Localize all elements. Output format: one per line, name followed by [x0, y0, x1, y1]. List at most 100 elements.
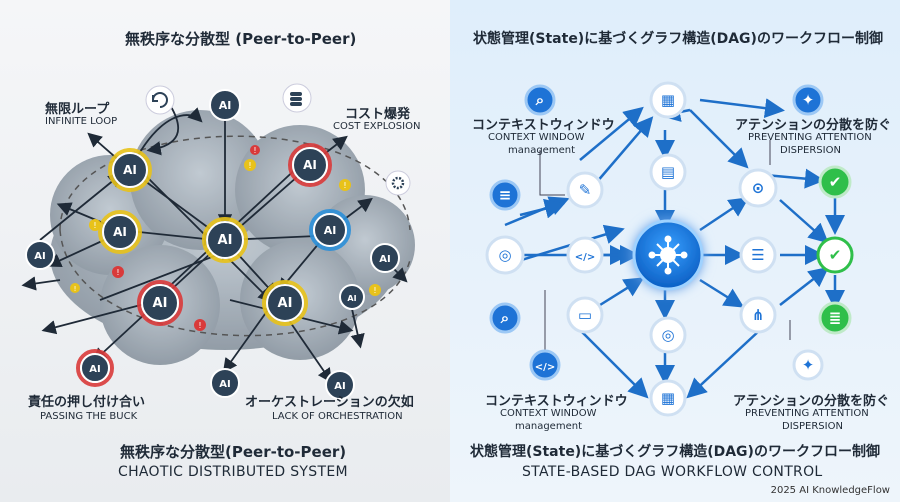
attention-top-label: アテンションの分散を防ぐ: [735, 118, 892, 133]
warning-icon: !: [244, 159, 256, 171]
bulb-icon: ✦: [792, 84, 824, 116]
ctx-top-sublabel-1: CONTEXT WINDOW: [488, 132, 585, 143]
svg-text:!: !: [198, 321, 201, 330]
svg-text:!: !: [373, 286, 376, 295]
svg-text:✔: ✔: [829, 246, 842, 264]
agent-label: AI: [123, 163, 137, 177]
cost-explosion-label: コスト爆発: [345, 107, 411, 122]
svg-text:✦: ✦: [802, 356, 815, 374]
ai-agent-node: AI: [209, 89, 241, 121]
dashed-orbit: [59, 135, 411, 337]
bulb-icon: ✦: [792, 349, 824, 381]
ai-agent-node: AI: [210, 368, 240, 398]
doc-search-icon: ⌕: [489, 302, 521, 334]
cost-explosion-sublabel: COST EXPLOSION: [333, 121, 421, 132]
svg-text:⋔: ⋔: [752, 306, 765, 324]
warning-icon: !: [369, 284, 381, 296]
left-footer-subtitle: CHAOTIC DISTRIBUTED SYSTEM: [118, 464, 348, 480]
check-icon: ✔: [818, 165, 852, 199]
left-title: 無秩序な分散型 (Peer-to-Peer): [125, 30, 357, 48]
focus-icon: ⊙: [738, 168, 778, 208]
svg-text:▭: ▭: [578, 306, 592, 324]
svg-text:≣: ≣: [829, 309, 842, 327]
ai-agent-node: AI: [370, 243, 400, 273]
svg-text:✔: ✔: [829, 173, 842, 191]
table-icon: ▦: [649, 379, 687, 417]
dag-thin-lines: [539, 140, 791, 350]
svg-text:✦: ✦: [802, 91, 815, 109]
agent-label: AI: [219, 379, 230, 390]
warning-icon: !: [70, 283, 80, 293]
search-icon: ⌕: [524, 84, 556, 116]
ai-agent-node: AI: [288, 143, 332, 187]
svg-text:!: !: [74, 285, 77, 293]
svg-text:◎: ◎: [498, 246, 511, 264]
svg-text:⌕: ⌕: [535, 91, 544, 109]
doc-icon: ▤: [649, 153, 687, 191]
svg-text:◎: ◎: [661, 326, 674, 344]
dag-arrows: [504, 98, 845, 399]
agent-label: AI: [324, 224, 337, 237]
agent-label: AI: [278, 296, 293, 311]
right-footer-subtitle: STATE-BASED DAG WORKFLOW CONTROL: [522, 464, 823, 480]
code-window-icon: </>: [529, 349, 561, 381]
orchestration-sublabel: LACK OF ORCHESTRATION: [272, 411, 403, 422]
svg-text:⌕: ⌕: [500, 309, 509, 327]
agent-label: AI: [153, 296, 168, 311]
infinite-loop-label: 無限ループ: [45, 102, 110, 117]
agent-label: AI: [219, 99, 232, 112]
attention-bottom-sublabel-2: DISPERSION: [782, 421, 843, 432]
ai-agent-node: AI: [137, 280, 183, 326]
attention-bottom-label: アテンションの分散を防ぐ: [733, 394, 890, 409]
ai-agent-node: AI: [262, 280, 308, 326]
ai-agent-node: AI: [202, 217, 248, 263]
attention-top-sublabel-1: PREVENTING ATTENTION: [748, 132, 872, 143]
menu-icon: ≣: [818, 301, 852, 335]
database-icon: ◎: [649, 316, 687, 354]
warning-icon: !: [194, 319, 206, 331]
agent-label: AI: [347, 294, 356, 303]
warning-markers: ! ! ! ! ! ! ! !: [70, 145, 381, 331]
svg-text:</>: </>: [535, 362, 555, 373]
svg-text:⊙: ⊙: [752, 179, 765, 197]
agent-label: AI: [218, 233, 233, 248]
ctx-bottom-sublabel-1: CONTEXT WINDOW: [500, 408, 597, 419]
ai-agent-node: AI: [325, 370, 355, 400]
ai-agent-node: AI: [76, 349, 114, 387]
svg-text:!: !: [343, 181, 346, 190]
ai-agent-node: AI: [108, 148, 152, 192]
agent-label: AI: [89, 364, 100, 375]
dag-nodes: ⌕▦✦≡✎▤⊙✔◎</>☰✔⌕▭◎⋔≣</>✦▦: [485, 81, 854, 417]
infinite-loop-sublabel: INFINITE LOOP: [45, 116, 118, 127]
ctx-bottom-label: コンテキストウィンドウ: [485, 394, 628, 409]
agent-label: AI: [303, 158, 317, 172]
warning-icon: !: [112, 266, 124, 278]
svg-text:!: !: [253, 146, 256, 155]
agent-label: AI: [334, 381, 345, 392]
warning-icon: !: [250, 145, 260, 155]
ctx-bottom-sublabel-2: management: [515, 421, 582, 432]
svg-text:▦: ▦: [661, 91, 675, 109]
attention-bottom-sublabel-1: PREVENTING ATTENTION: [745, 408, 869, 419]
attention-top-sublabel-2: DISPERSION: [780, 145, 841, 156]
agent-label: AI: [113, 225, 127, 239]
svg-text:!: !: [93, 221, 96, 230]
svg-text:✎: ✎: [579, 181, 592, 199]
svg-text:▦: ▦: [661, 389, 675, 407]
coins-icon: [282, 83, 312, 113]
ctx-top-label: コンテキストウィンドウ: [472, 118, 615, 133]
check-icon: ✔: [816, 236, 854, 274]
list-icon: ☰: [739, 236, 777, 274]
svg-text:≡: ≡: [499, 186, 512, 204]
ai-agent-node: AI: [309, 209, 351, 251]
left-footer-title: 無秩序な分散型(Peer-to-Peer): [120, 443, 347, 461]
svg-text:☰: ☰: [751, 246, 764, 264]
ai-agent-node: AI: [339, 284, 365, 310]
hierarchy-icon: ⋔: [739, 296, 777, 334]
database-icon: ◎: [485, 235, 525, 275]
credit-text: 2025 AI KnowledgeFlow: [770, 485, 890, 496]
passing-buck-label: 責任の押し付け合い: [28, 395, 146, 410]
ai-agent-node: AI: [98, 210, 142, 254]
